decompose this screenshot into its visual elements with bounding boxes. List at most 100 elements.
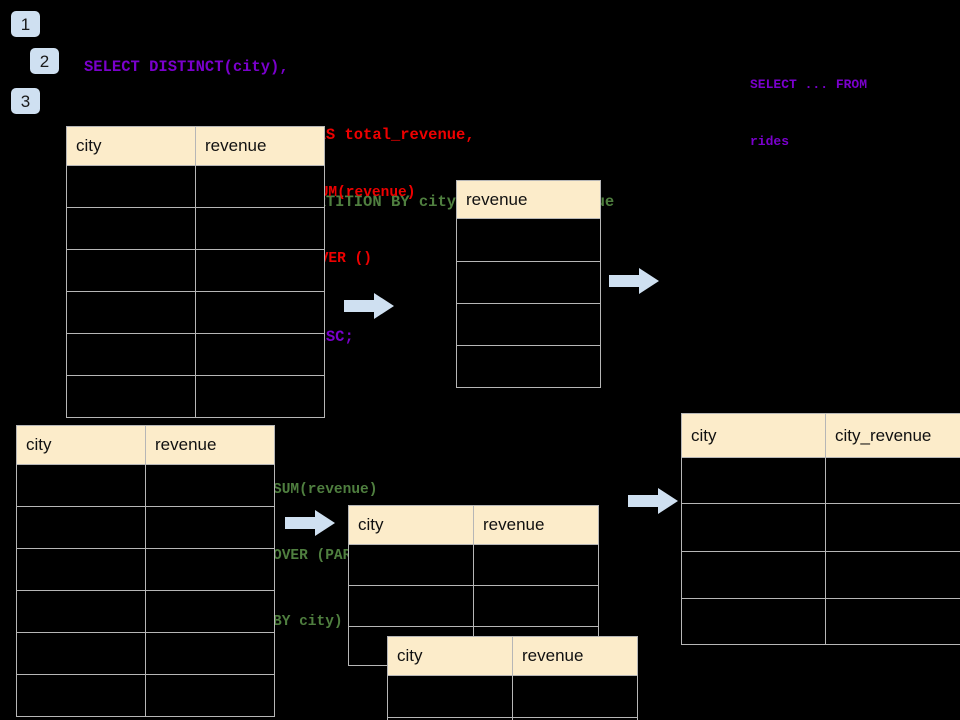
table-cell (825, 598, 960, 645)
table-row (66, 291, 325, 334)
step-badge-2-label: 2 (39, 51, 50, 71)
table-cell (66, 249, 196, 292)
table-cell (195, 165, 325, 208)
column-header-city: city (387, 636, 513, 676)
table-cell (16, 590, 146, 633)
table-cell (348, 544, 474, 586)
table-row (348, 585, 599, 627)
table-cell (825, 457, 960, 504)
table-cell (195, 375, 325, 418)
table-cell (16, 632, 146, 675)
table-partition-group-b: city revenue (387, 636, 638, 720)
table-cell (145, 674, 275, 717)
table-cell (387, 675, 513, 718)
step-badge-1: 1 (11, 11, 40, 37)
table-row (348, 544, 599, 586)
table-cell (348, 585, 474, 627)
table-row (681, 551, 960, 599)
table-cell (195, 333, 325, 376)
arrow-partition-to-final (628, 488, 678, 514)
table-row (681, 457, 960, 504)
table-header-row: city revenue (348, 505, 599, 545)
table-cell (145, 464, 275, 507)
table-row (16, 548, 275, 591)
column-header-city-revenue: city_revenue (825, 413, 960, 458)
column-header-revenue: revenue (145, 425, 275, 465)
table-cell (473, 544, 599, 586)
table-cell (145, 548, 275, 591)
table-final-result: city city_revenue (681, 413, 960, 645)
table-cell (512, 717, 638, 720)
table-cell (512, 675, 638, 718)
side-note-line-1: SELECT ... FROM (750, 77, 868, 92)
table-row (387, 675, 638, 718)
table-cell (456, 303, 601, 346)
table-cell (195, 207, 325, 250)
table-total-revenue-result: revenue (456, 180, 601, 388)
annotation-city-revenue-line-1: SUM(revenue) (273, 482, 378, 498)
side-note-select-from-rides: SELECT ... FROM rides (750, 37, 867, 189)
table-cell (456, 261, 601, 304)
column-header-revenue: revenue (195, 126, 325, 166)
table-header-row: city revenue (66, 126, 325, 166)
table-rides-source-bottom: city revenue (16, 425, 275, 717)
table-row (66, 207, 325, 250)
arrow-total-to-final (609, 268, 659, 294)
table-cell (66, 333, 196, 376)
table-row (66, 165, 325, 208)
table-row (16, 590, 275, 633)
column-header-city: city (348, 505, 474, 545)
table-cell (825, 503, 960, 552)
table-header-row: city revenue (387, 636, 638, 676)
table-cell (66, 165, 196, 208)
column-header-revenue: revenue (456, 180, 601, 219)
arrow-source-to-partition (285, 510, 335, 536)
table-cell (145, 506, 275, 549)
table-row (66, 375, 325, 418)
table-cell (195, 291, 325, 334)
table-row (456, 261, 601, 304)
table-header-row: revenue (456, 180, 601, 219)
table-cell (145, 632, 275, 675)
arrow-source-to-total (344, 293, 394, 319)
table-cell (16, 548, 146, 591)
table-row (66, 249, 325, 292)
step-badge-3: 3 (11, 88, 40, 114)
table-row (16, 506, 275, 549)
table-cell (825, 551, 960, 599)
annotation-total-revenue: SUM(revenue) OVER () (311, 138, 415, 314)
table-cell (473, 585, 599, 627)
step-badge-1-label: 1 (20, 14, 31, 34)
table-header-row: city revenue (16, 425, 275, 465)
table-row (681, 598, 960, 645)
table-row (16, 674, 275, 717)
sql-line-select: SELECT DISTINCT(city), (84, 58, 289, 76)
column-header-city: city (681, 413, 826, 458)
table-row (66, 333, 325, 376)
table-row (681, 503, 960, 552)
table-cell (681, 457, 826, 504)
table-cell (66, 375, 196, 418)
column-header-city: city (66, 126, 196, 166)
table-cell (16, 464, 146, 507)
column-header-revenue: revenue (512, 636, 638, 676)
table-cell (66, 207, 196, 250)
column-header-city: city (16, 425, 146, 465)
annotation-city-revenue-line-3: BY city) (273, 614, 343, 630)
table-cell (681, 503, 826, 552)
table-cell (456, 218, 601, 262)
table-cell (16, 506, 146, 549)
table-cell (681, 551, 826, 599)
table-row (456, 303, 601, 346)
table-row (16, 632, 275, 675)
table-row (456, 218, 601, 262)
table-cell (681, 598, 826, 645)
side-note-line-2: rides (750, 134, 790, 149)
table-header-row: city city_revenue (681, 413, 960, 458)
table-row (16, 464, 275, 507)
table-cell (456, 345, 601, 388)
annotation-total-revenue-line-1: SUM(revenue) (311, 185, 416, 201)
table-cell (145, 590, 275, 633)
annotation-total-revenue-line-2: OVER () (311, 251, 372, 267)
